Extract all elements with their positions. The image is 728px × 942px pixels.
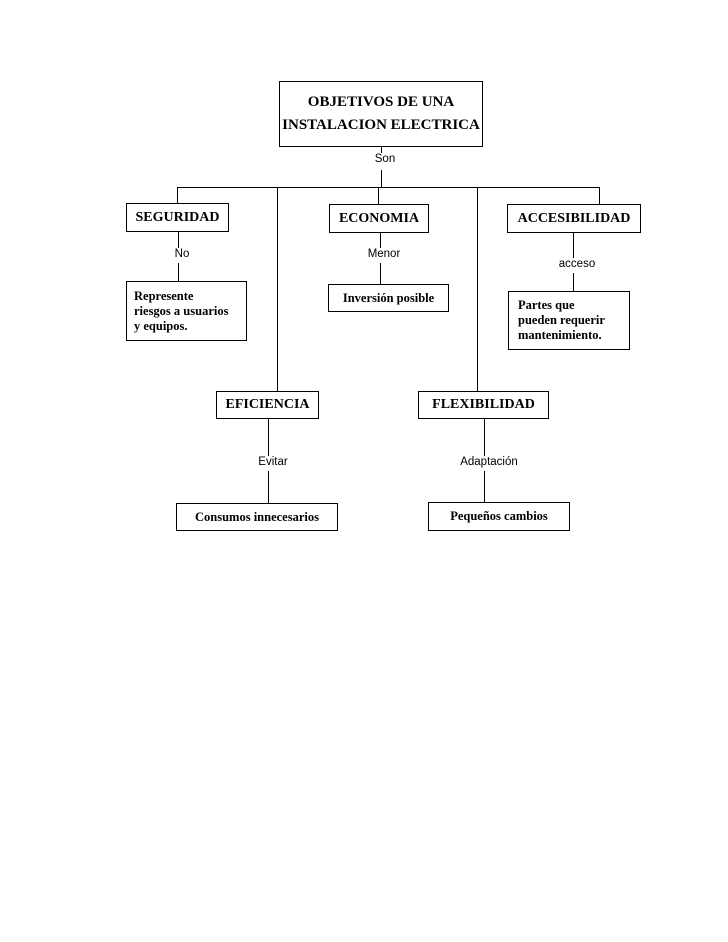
connector-eficiencia-upper bbox=[268, 419, 269, 456]
connector-accesibilidad-upper bbox=[573, 233, 574, 258]
connector-drop-eficiencia bbox=[277, 187, 278, 391]
connector-economia-lower bbox=[380, 263, 381, 284]
node-accesibilidad-detail[interactable]: Partes que pueden requerir mantenimiento… bbox=[508, 291, 630, 350]
node-accesibilidad-label: ACCESIBILIDAD bbox=[517, 210, 631, 226]
node-flexibilidad-detail-line-1: Pequeños cambios bbox=[450, 509, 548, 523]
node-accesibilidad-detail-line-1: Partes que bbox=[518, 298, 575, 312]
connector-drop-economia bbox=[378, 187, 379, 204]
edge-label-adaptacion: Adaptación bbox=[452, 456, 526, 468]
node-seguridad-detail[interactable]: Represente riesgos a usuarios y equipos. bbox=[126, 281, 247, 341]
connector-drop-flexibilidad bbox=[477, 187, 478, 391]
node-eficiencia-detail-line-1: Consumos innecesarios bbox=[195, 509, 319, 524]
connector-root-stem-lower bbox=[381, 170, 382, 188]
node-accesibilidad[interactable]: ACCESIBILIDAD bbox=[507, 204, 641, 233]
edge-label-acceso: acceso bbox=[548, 258, 606, 270]
node-flexibilidad-label: FLEXIBILIDAD bbox=[432, 397, 535, 412]
connector-root-stem-upper bbox=[381, 147, 382, 156]
connector-drop-accesibilidad bbox=[599, 187, 600, 204]
connector-accesibilidad-lower bbox=[573, 273, 574, 291]
connector-flexibilidad-upper bbox=[484, 419, 485, 456]
node-economia-detail-line-1: Inversión posible bbox=[342, 290, 435, 305]
connector-seguridad-lower bbox=[178, 263, 179, 281]
connector-flexibilidad-lower bbox=[484, 471, 485, 502]
node-seguridad-label: SEGURIDAD bbox=[135, 209, 220, 225]
edge-label-son: Son bbox=[363, 153, 407, 165]
node-eficiencia-detail[interactable]: Consumos innecesarios bbox=[176, 503, 338, 531]
node-accesibilidad-detail-line-3: mantenimiento. bbox=[518, 328, 602, 342]
node-economia-detail[interactable]: Inversión posible bbox=[328, 284, 449, 312]
node-eficiencia[interactable]: EFICIENCIA bbox=[216, 391, 319, 419]
connector-drop-seguridad bbox=[177, 187, 178, 204]
connector-economia-upper bbox=[380, 233, 381, 248]
connector-seguridad-upper bbox=[178, 232, 179, 248]
node-economia-label: ECONOMIA bbox=[338, 210, 420, 226]
node-seguridad[interactable]: SEGURIDAD bbox=[126, 203, 229, 232]
node-flexibilidad[interactable]: FLEXIBILIDAD bbox=[418, 391, 549, 419]
node-economia[interactable]: ECONOMIA bbox=[329, 204, 429, 233]
node-seguridad-detail-line-3: y equipos. bbox=[134, 318, 188, 333]
node-seguridad-detail-line-2: riesgos a usuarios bbox=[134, 303, 229, 318]
connector-eficiencia-lower bbox=[268, 471, 269, 503]
edge-label-evitar: Evitar bbox=[248, 456, 298, 468]
node-flexibilidad-detail[interactable]: Pequeños cambios bbox=[428, 502, 570, 531]
edge-label-no: No bbox=[160, 248, 204, 260]
node-accesibilidad-detail-line-2: pueden requerir bbox=[518, 313, 605, 327]
node-seguridad-detail-line-1: Represente bbox=[134, 288, 194, 303]
node-root-objetivos[interactable]: OBJETIVOS DE UNA INSTALACION ELECTRICA bbox=[279, 81, 483, 147]
edge-label-menor: Menor bbox=[356, 248, 412, 260]
node-eficiencia-label: EFICIENCIA bbox=[225, 397, 310, 412]
root-title-line-1: OBJETIVOS DE UNA bbox=[307, 94, 455, 110]
root-title-line-2: INSTALACION ELECTRICA bbox=[282, 117, 480, 133]
connector-distributor-bar bbox=[177, 187, 599, 188]
